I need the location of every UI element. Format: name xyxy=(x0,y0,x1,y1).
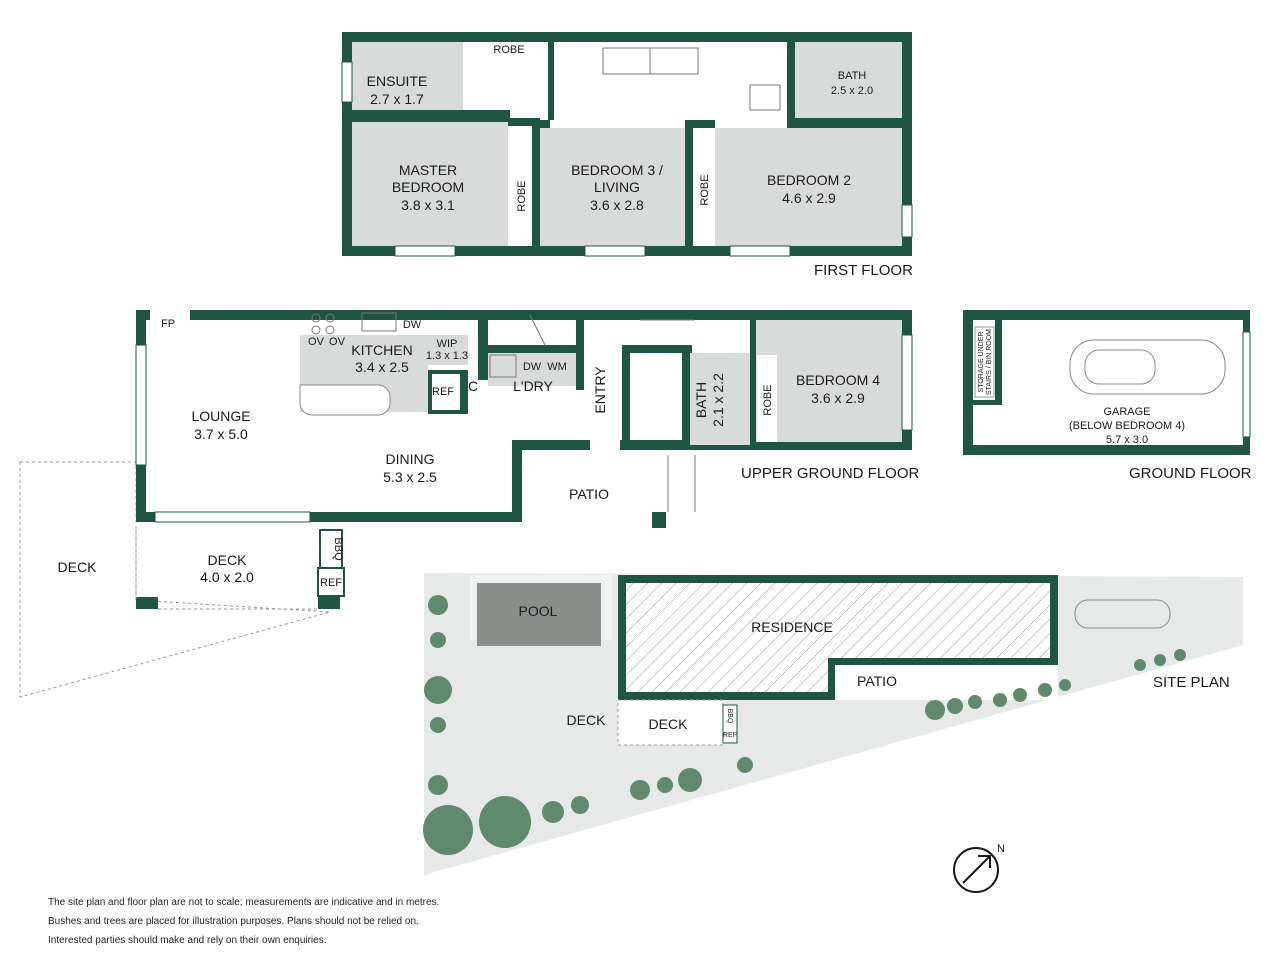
entry-label: ENTRY xyxy=(592,366,608,414)
storage-label: STORAGE UNDER xyxy=(978,332,985,393)
first-floor-title: FIRST FLOOR xyxy=(814,262,913,279)
robe-master-label: ROBE xyxy=(516,180,528,211)
disclaimer-line: The site plan and floor plan are not to … xyxy=(48,897,440,908)
upper-ground-floor-title: UPPER GROUND FLOOR xyxy=(741,465,920,482)
deck-label: DECK xyxy=(208,552,248,568)
deck-size: 4.0 x 2.0 xyxy=(200,569,254,585)
bath-upper-size: 2.1 x 2.2 xyxy=(710,373,726,427)
bbq-label: BBQ xyxy=(332,537,344,561)
trees xyxy=(423,595,1186,855)
bedroom3-label: BEDROOM 3 / xyxy=(571,162,663,178)
disclaimer-line: Bushes and trees are placed for illustra… xyxy=(48,916,419,927)
site-bbq-label: BBQ xyxy=(726,709,733,724)
disclaimer: The site plan and floor plan are not to … xyxy=(48,893,439,950)
bath-upper-label: BATH xyxy=(693,382,709,418)
site-deck-label-1: DECK xyxy=(567,712,607,728)
ensuite-size: 2.7 x 1.7 xyxy=(370,91,424,107)
ensuite-label: ENSUITE xyxy=(367,73,428,89)
wip-size: 1.3 x 1.3 xyxy=(426,350,468,362)
dishwasher-label: DW xyxy=(403,319,422,331)
pool-label: POOL xyxy=(519,603,558,619)
fireplace-label: FP xyxy=(161,318,175,330)
dining-label: DINING xyxy=(386,451,435,467)
storage-label-2: STAIRS / BIN ROOM xyxy=(986,329,993,395)
bedroom2-label: BEDROOM 2 xyxy=(767,172,851,188)
disclaimer-line: Interested parties should make and rely … xyxy=(48,935,327,946)
lounge-label: LOUNGE xyxy=(191,408,250,424)
fridge-label: REF xyxy=(432,386,454,398)
laundry-room xyxy=(488,353,576,386)
bedroom3-label-2: LIVING xyxy=(594,179,640,195)
ground-floor-plan: STORAGE UNDER STAIRS / BIN ROOM GARAGE (… xyxy=(963,310,1252,482)
robe-label: ROBE xyxy=(493,44,524,56)
bath-room xyxy=(795,42,902,118)
ensuite-room xyxy=(352,42,463,110)
site-plan: POOL RESIDENCE PATIO DECK DECK BBQ REF S… xyxy=(423,573,1243,893)
bedroom3-size: 3.6 x 2.8 xyxy=(590,197,644,213)
laundry-wm-label: WM xyxy=(547,361,567,373)
dining-size: 5.3 x 2.5 xyxy=(383,469,437,485)
bedroom3-room xyxy=(540,128,685,246)
ground-floor-title: GROUND FLOOR xyxy=(1129,465,1252,482)
bath-upper-room xyxy=(690,353,750,445)
wip-label: WIP xyxy=(437,338,458,350)
kitchen-size: 3.4 x 2.5 xyxy=(355,359,409,375)
patio-label: PATIO xyxy=(569,486,609,502)
cupboard-label: C xyxy=(468,378,478,394)
master-bedroom-size: 3.8 x 3.1 xyxy=(401,197,455,213)
site-plan-title: SITE PLAN xyxy=(1153,674,1230,691)
robe-bedroom4-label: ROBE xyxy=(762,384,774,415)
bath-size: 2.5 x 2.0 xyxy=(831,85,873,97)
site-fridge-label: REF xyxy=(723,732,737,739)
garage-note: (BELOW BEDROOM 4) xyxy=(1069,420,1185,432)
north-arrow-icon xyxy=(953,847,999,893)
master-bedroom-label: MASTER xyxy=(399,162,457,178)
lounge-size: 3.7 x 5.0 xyxy=(194,426,248,442)
residence-label: RESIDENCE xyxy=(751,619,833,635)
garage-size: 5.7 x 3.0 xyxy=(1106,434,1148,446)
wip-room xyxy=(428,335,468,365)
laundry-label: L'DRY xyxy=(513,378,553,394)
bedroom2-room xyxy=(715,128,902,246)
bath-label: BATH xyxy=(838,70,867,82)
pool xyxy=(477,583,601,646)
oven-label-1: OV xyxy=(308,336,325,348)
side-deck-label: DECK xyxy=(58,559,98,575)
master-bedroom-room xyxy=(352,122,508,246)
bedroom4-size: 3.6 x 2.9 xyxy=(811,390,865,406)
site-deck-label-2: DECK xyxy=(649,716,689,732)
master-bedroom-label-2: BEDROOM xyxy=(392,179,464,195)
bedroom2-size: 4.6 x 2.9 xyxy=(782,190,836,206)
north-label: N xyxy=(997,843,1005,855)
bedroom4-label: BEDROOM 4 xyxy=(796,372,880,388)
upper-ground-floor-plan: FP OV OV DW KITCHEN 3.4 x 2.5 WIP 1.3 x … xyxy=(19,310,920,698)
deck-fridge-label: REF xyxy=(320,577,342,589)
laundry-dw-label: DW xyxy=(523,361,542,373)
car-icon-site xyxy=(1074,599,1171,629)
first-floor-plan: ENSUITE 2.7 x 1.7 ROBE BATH 2.5 x 2.0 MA… xyxy=(341,32,913,279)
garage-label: GARAGE xyxy=(1103,406,1150,418)
kitchen-label: KITCHEN xyxy=(351,342,412,358)
site-patio-label: PATIO xyxy=(857,673,897,689)
oven-label-2: OV xyxy=(329,336,346,348)
car-icon xyxy=(1069,339,1226,395)
robe-bedroom2-label: ROBE xyxy=(699,174,711,205)
bedroom4-room xyxy=(756,320,902,442)
